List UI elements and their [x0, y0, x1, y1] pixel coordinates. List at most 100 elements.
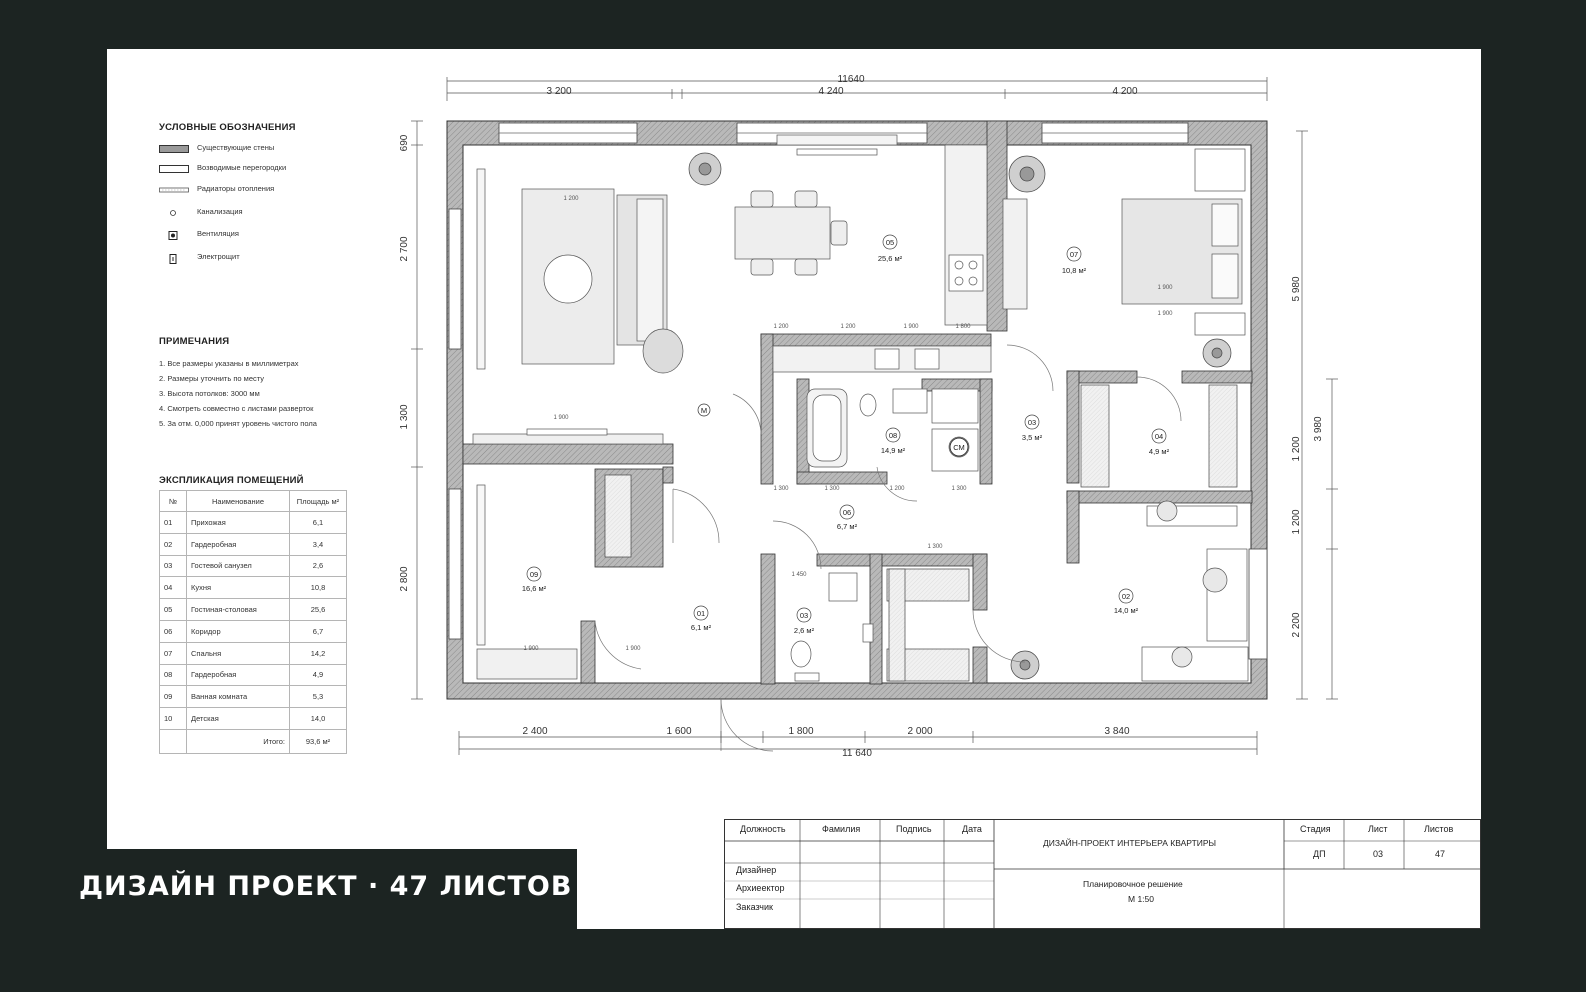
svg-text:6,7 м²: 6,7 м² — [837, 522, 858, 531]
right-dimension: 5 980 — [1291, 276, 1302, 301]
table-header-row: № Наименование Площадь м² — [159, 490, 347, 512]
svg-text:10,8 м²: 10,8 м² — [1062, 266, 1087, 275]
sewer-icon — [170, 210, 176, 216]
stamp-header: Подпись — [896, 824, 932, 834]
legend-label: Электрощит — [197, 252, 240, 261]
scale-label: М 1:50 — [1128, 894, 1154, 904]
sheets-value: 47 — [1435, 849, 1446, 859]
sheet-header: Лист — [1368, 824, 1388, 834]
kitchen-counter — [772, 144, 992, 373]
title-block: Должность Фамилия Подпись Дата Дизайнер … — [730, 819, 1481, 929]
svg-text:1 800: 1 800 — [955, 324, 971, 330]
bottom-dimension: 1 800 — [788, 726, 813, 737]
svg-text:16,6 м²: 16,6 м² — [522, 584, 547, 593]
svg-text:1 900: 1 900 — [625, 646, 641, 652]
svg-text:14,9 м²: 14,9 м² — [881, 446, 906, 455]
svg-text:1 300: 1 300 — [951, 486, 967, 492]
dimension-lines — [411, 77, 1338, 755]
svg-text:1 900: 1 900 — [1157, 311, 1173, 317]
title-block-frame — [724, 819, 1481, 929]
left-dimension: 690 — [399, 134, 410, 151]
left-dimension: 2 800 — [399, 566, 410, 591]
stamp-header: Должность — [740, 824, 786, 834]
drawing-sheet: УСЛОВНЫЕ ОБОЗНАЧЕНИЯ Существующие стены … — [107, 49, 1481, 929]
stamp-role: Архиеектор — [736, 883, 785, 893]
note-item: 3. Высота потолков: 3000 мм — [159, 389, 260, 398]
top-dimension: 3 200 — [546, 86, 571, 97]
svg-text:14,0 м²: 14,0 м² — [1114, 606, 1139, 615]
note-item: 4. Смотреть совместно с листами разверто… — [159, 404, 314, 413]
room-tag: 09 16,6 м² — [522, 566, 547, 593]
radiator-icon — [159, 187, 189, 193]
kids-room-furniture — [476, 484, 1249, 682]
washing-machine: СМ — [949, 437, 969, 457]
svg-text:1 300: 1 300 — [927, 544, 943, 550]
right-dimension: 2 200 — [1291, 612, 1302, 637]
stage-value: ДП — [1313, 849, 1326, 859]
room-tag: 032,6 м² — [794, 607, 815, 635]
svg-text:СМ: СМ — [953, 443, 965, 452]
svg-text:1 900: 1 900 — [903, 324, 919, 330]
legend-label: Радиаторы отопления — [197, 184, 275, 193]
svg-text:01: 01 — [697, 609, 705, 618]
svg-text:1 200: 1 200 — [563, 196, 579, 202]
left-dimension: 1 300 — [399, 404, 410, 429]
overall-bottom-dimension: 11 640 — [842, 748, 872, 759]
svg-text:03: 03 — [800, 611, 808, 620]
stamp-header: Дата — [962, 824, 982, 834]
bottom-dimension: 1 600 — [666, 726, 691, 737]
bathroom-fixtures — [790, 388, 979, 682]
svg-text:1 900: 1 900 — [1157, 285, 1173, 291]
room-tag: 06 6,7 м² — [837, 504, 858, 531]
svg-text:09: 09 — [530, 570, 538, 579]
wardrobe-racks — [604, 384, 1238, 682]
svg-text:08: 08 — [889, 431, 897, 440]
bedroom-furniture — [1002, 148, 1246, 336]
notes-list: 1. Все размеры указаны в миллиметрах 2. … — [159, 359, 317, 434]
room-tag: 02 14,0 м² — [1114, 588, 1139, 615]
stamp-header: Фамилия — [822, 824, 861, 834]
legend-label: Вентиляция — [197, 229, 239, 238]
svg-text:1 200: 1 200 — [840, 324, 856, 330]
svg-text:4,9 м²: 4,9 м² — [1149, 447, 1170, 456]
stage-header: Стадия — [1300, 824, 1331, 834]
dimension-texts: 11640 3 200 4 240 4 200 2 400 1 600 1 80… — [399, 74, 1324, 759]
sheet-title: Планировочное решение — [1083, 879, 1183, 889]
stamp-role: Заказчик — [736, 902, 773, 912]
svg-text:02: 02 — [1122, 592, 1130, 601]
svg-text:6,1 м²: 6,1 м² — [691, 623, 712, 632]
room-tag: 08 14,9 м² — [881, 427, 906, 455]
overall-top-dimension: 11640 — [837, 74, 865, 85]
svg-text:03: 03 — [1028, 418, 1036, 427]
notes-title: ПРИМЕЧАНИЯ — [159, 336, 230, 347]
total-value: 93,6 м² — [289, 728, 347, 754]
stamp-role: Дизайнер — [736, 865, 777, 875]
sheet-value: 03 — [1373, 849, 1384, 859]
room-tag: 01 6,1 м² — [691, 605, 712, 632]
bottom-dimension: 2 000 — [907, 726, 932, 737]
svg-text:1 200: 1 200 — [889, 486, 905, 492]
top-dimension: 4 240 — [818, 86, 843, 97]
partition-icon — [159, 165, 189, 173]
svg-text:1 200: 1 200 — [773, 324, 789, 330]
svg-text:3,5 м²: 3,5 м² — [1022, 433, 1043, 442]
header-cell: Площадь м² — [289, 490, 347, 512]
ventilation-icon — [168, 231, 178, 240]
dining-table — [734, 190, 848, 276]
left-dimension: 2 700 — [399, 236, 410, 261]
note-item: 2. Размеры уточнить по месту — [159, 374, 265, 383]
promo-banner: ДИЗАЙН ПРОЕКТ · 47 ЛИСТОВ — [47, 849, 577, 932]
right-dimension: 1 200 — [1291, 509, 1302, 534]
note-item: 1. Все размеры указаны в миллиметрах — [159, 359, 299, 368]
right-dimension: 3 980 — [1313, 416, 1324, 441]
svg-text:06: 06 — [843, 508, 851, 517]
room-tag: 044,9 м² — [1149, 428, 1170, 456]
legend-label: Существующие стены — [197, 143, 275, 152]
